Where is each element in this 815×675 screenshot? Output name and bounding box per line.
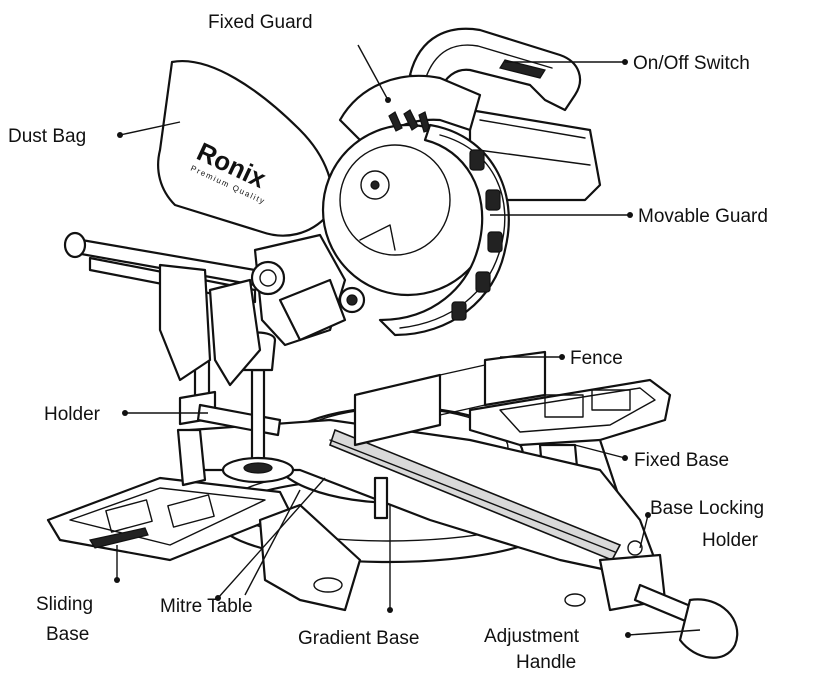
- motor-arm-part: [250, 233, 347, 347]
- movable-guard-part: [338, 123, 510, 337]
- mitre-table-part: [188, 418, 657, 577]
- fixed-guard-part: [321, 74, 495, 297]
- fence-part: [353, 350, 547, 447]
- label-movable-guard: Movable Guard: [638, 206, 768, 227]
- label-adjustment-line1: Adjustment: [484, 626, 580, 647]
- leader-lines: [114, 44, 701, 638]
- dust-bag-part: Ronix Premium Quality: [157, 60, 334, 237]
- label-on-off-switch: On/Off Switch: [633, 53, 750, 74]
- labels: Fixed Guard On/Off Switch Dust Bag Movab…: [8, 12, 768, 673]
- label-base-locking-line2: Holder: [702, 530, 759, 551]
- label-dust-bag: Dust Bag: [8, 126, 86, 147]
- top-handle-part: [408, 27, 582, 112]
- label-fixed-guard: Fixed Guard: [208, 12, 313, 33]
- label-adjustment-line2: Handle: [516, 652, 576, 673]
- label-mitre-table: Mitre Table: [160, 596, 253, 617]
- label-fence: Fence: [570, 348, 623, 369]
- slide-rails-part: [63, 231, 262, 387]
- label-base-locking-line1: Base Locking: [650, 498, 764, 519]
- label-fixed-base: Fixed Base: [634, 450, 729, 471]
- label-sliding-base-line2: Base: [46, 624, 89, 645]
- label-sliding-base-line1: Sliding: [36, 594, 93, 615]
- adjustment-handle-part: [564, 553, 739, 659]
- label-gradient-base: Gradient Base: [298, 628, 419, 649]
- label-holder: Holder: [44, 404, 101, 425]
- saw-illustration: Ronix Premium Quality: [46, 27, 739, 659]
